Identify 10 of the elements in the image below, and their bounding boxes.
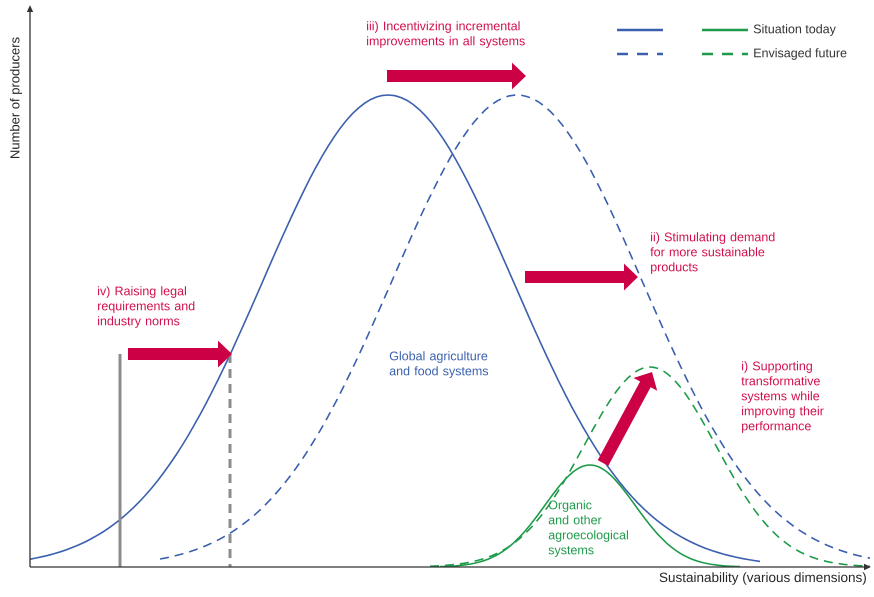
axis-label: Number of producers [10,37,22,158]
curve-label: Global agriculture and food systems [390,351,488,378]
legend-text: Situation today [754,24,836,36]
axis-label: Sustainability (various dimensions) [660,572,866,585]
annotation-text: ii) Stimulating demand for more sustainable products [650,232,774,274]
annotation-text: i) Supporting transformative systems while improving their performance [741,361,824,433]
legend-text: Envisaged future [754,48,846,60]
curve-label: Organic and other agroecological systems [548,500,628,557]
annotation-text: iv) Raising legal requirements and industry norms [98,286,194,328]
annotation-text: iii) Incentivizing incremental improvements in all systems [367,21,525,48]
